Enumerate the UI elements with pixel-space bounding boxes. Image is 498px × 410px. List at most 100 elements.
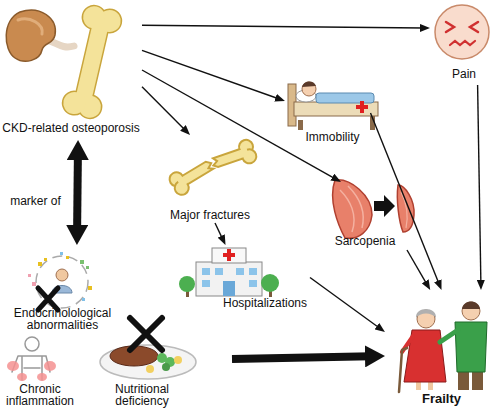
inflamed-joint	[44, 361, 56, 371]
man-leg	[458, 370, 469, 390]
hormone-dot	[66, 256, 69, 259]
bed-leg	[370, 116, 375, 130]
node-box: Frailty	[385, 290, 498, 410]
hospital-tower	[212, 248, 246, 263]
kidney-icon	[6, 10, 74, 61]
thick-arrow	[232, 356, 371, 359]
inflamed-joint	[37, 373, 47, 381]
bone-icon	[61, 4, 123, 120]
bone-fill	[177, 176, 188, 187]
hormone-dot	[86, 266, 89, 269]
hormone-dot	[80, 260, 84, 264]
cross-mark	[130, 318, 162, 350]
inflamed-joint	[7, 361, 19, 371]
muscle-fiber	[348, 186, 363, 228]
node-label: Hospitalizations	[220, 297, 310, 309]
node-box: Sarcopenia	[305, 165, 425, 250]
inflamed-joint	[17, 373, 27, 381]
thick-arrow	[73, 154, 82, 231]
arrow-connector	[142, 70, 336, 179]
edge-label: marker of	[3, 195, 69, 208]
bone-piece	[209, 138, 258, 175]
bone-piece	[167, 154, 218, 198]
node-label: Major fractures	[160, 209, 260, 221]
node-label: Nutritional deficiency	[102, 383, 182, 407]
kidney-shape	[6, 10, 55, 61]
face-circle	[435, 5, 489, 59]
window	[202, 280, 210, 287]
plate-icon	[100, 318, 196, 379]
blanket	[316, 93, 374, 103]
bed-leg	[298, 120, 303, 130]
arrow-connector	[478, 85, 481, 284]
node-box: Endocrinolological abnormalities	[0, 245, 135, 335]
hospital-icon	[179, 248, 279, 297]
bone-fill	[239, 148, 249, 158]
patient-hair	[302, 82, 316, 87]
window	[215, 268, 223, 275]
greens	[162, 363, 170, 371]
potato	[146, 365, 154, 373]
bone-fill	[81, 4, 107, 30]
shrink-arrow	[374, 195, 395, 217]
man-arm	[440, 330, 458, 342]
bone-outline	[75, 19, 109, 104]
node-label: Endocrinolological abnormalities	[5, 307, 120, 331]
muscle-large	[333, 180, 372, 238]
node-box: Hospitalizations	[180, 245, 310, 310]
kidney-highlight	[18, 19, 42, 34]
node-label: Sarcopenia	[305, 235, 425, 247]
inflammation-icon	[7, 337, 56, 381]
node-box: Major fractures	[160, 135, 260, 223]
node-label: Chronic inflammation	[0, 383, 80, 407]
arrow-connector	[371, 113, 440, 284]
arrow-connector	[142, 25, 424, 28]
window	[202, 268, 210, 275]
bone-fill	[61, 90, 87, 116]
red-cross	[227, 249, 231, 261]
hormone-dot	[38, 262, 42, 266]
woman-hair	[416, 309, 436, 318]
hospital-building	[196, 262, 262, 296]
node-box: Pain	[430, 0, 498, 85]
node-label: Pain	[430, 68, 498, 80]
face-eye	[470, 22, 478, 32]
arrow-connector	[142, 50, 279, 99]
man-head	[462, 302, 480, 320]
node-box: CKD-related osteoporosis	[0, 0, 142, 140]
arrow-connector	[215, 223, 223, 240]
pain-face	[435, 5, 489, 59]
face-mouth	[450, 41, 475, 45]
tree-top	[179, 276, 195, 292]
arrow-connector	[407, 250, 427, 285]
arrow-connector	[142, 87, 186, 131]
bed-icon	[288, 82, 378, 130]
door	[223, 281, 235, 296]
bone-shaft	[177, 160, 214, 188]
tree-top	[261, 274, 279, 292]
node-label: Immobility	[285, 131, 380, 143]
window	[249, 268, 257, 275]
hormone-dot	[32, 282, 36, 286]
node-box: Nutritional deficiency	[82, 325, 232, 410]
hormone-dot	[82, 298, 85, 301]
hormone-dot	[28, 274, 31, 277]
node-box: Immobility	[285, 65, 380, 145]
hormone-dot	[88, 286, 92, 290]
man-leg	[472, 370, 483, 390]
potato	[174, 356, 182, 364]
plate	[100, 345, 196, 379]
muscle-small	[397, 185, 414, 232]
muscle-icons	[333, 180, 414, 238]
hormone-dot	[60, 252, 63, 255]
person-head	[56, 269, 68, 281]
window	[249, 280, 257, 287]
bed-frame	[294, 102, 378, 116]
face-eye	[446, 22, 454, 32]
fractured-bone	[165, 134, 260, 199]
patient-head	[302, 82, 316, 96]
bone-fill	[75, 19, 109, 104]
